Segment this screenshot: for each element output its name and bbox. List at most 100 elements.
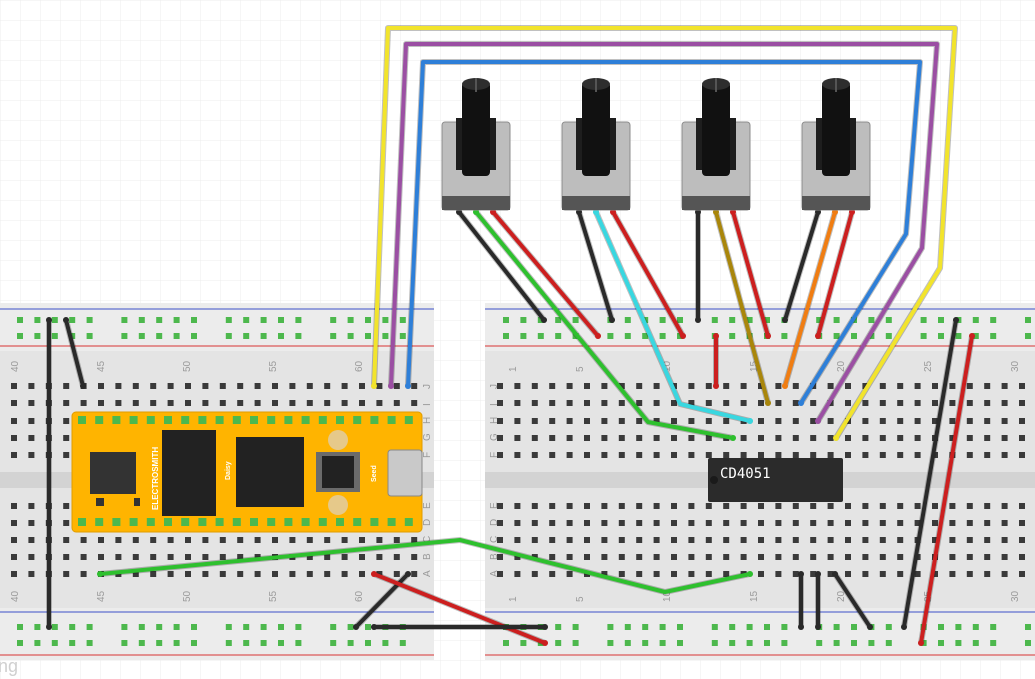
breadboard-hole xyxy=(879,537,886,543)
breadboard-hole xyxy=(827,452,834,458)
breadboard-hole xyxy=(11,520,17,526)
breadboard-hole xyxy=(566,418,573,424)
breadboard-hole xyxy=(167,554,174,560)
breadboard-hole xyxy=(63,503,70,509)
breadboard-hole xyxy=(636,537,643,543)
rail-hole xyxy=(399,317,406,323)
wire-end xyxy=(765,333,771,339)
breadboard-hole xyxy=(914,383,921,389)
rail-hole xyxy=(399,640,406,646)
rail-hole xyxy=(191,333,197,339)
breadboard-hole xyxy=(653,520,660,526)
breadboard-hole xyxy=(845,400,851,406)
breadboard-hole xyxy=(497,571,503,577)
breadboard-hole xyxy=(531,418,538,424)
breadboard-hole xyxy=(966,503,973,509)
breadboard-hole xyxy=(827,554,834,560)
rail-hole xyxy=(1025,317,1031,323)
breadboard-hole xyxy=(514,435,521,441)
breadboard-hole xyxy=(98,554,104,560)
wire-end xyxy=(680,333,686,339)
breadboard-hole xyxy=(393,383,400,389)
breadboard-hole xyxy=(688,520,695,526)
rail-hole xyxy=(69,333,76,339)
breadboard-hole xyxy=(775,435,782,441)
breadboard-hole xyxy=(758,452,764,458)
row-letter: D xyxy=(422,519,433,526)
rail-hole xyxy=(34,624,41,630)
rail-hole xyxy=(69,624,76,630)
potentiometer-icon[interactable] xyxy=(801,78,871,211)
breadboard-hole xyxy=(601,571,608,577)
breadboard-hole xyxy=(514,537,521,543)
rail-hole xyxy=(851,624,857,630)
breadboard-hole xyxy=(237,537,244,543)
wire-end xyxy=(815,624,821,630)
potentiometer-icon[interactable] xyxy=(681,78,751,211)
row-letter: I xyxy=(489,403,500,406)
breadboard-hole xyxy=(341,554,348,560)
rail-hole xyxy=(764,317,770,323)
column-number-top: 55 xyxy=(268,360,279,372)
breadboard-hole xyxy=(185,571,191,577)
breadboard-hole xyxy=(566,503,573,509)
rail-hole xyxy=(330,624,337,630)
breadboard-hole xyxy=(584,418,590,424)
breadboard-hole xyxy=(132,537,139,543)
wire-end xyxy=(765,400,771,406)
potentiometer-icon[interactable] xyxy=(441,78,511,211)
breadboard-hole xyxy=(862,383,869,389)
breadboard-hole xyxy=(584,435,590,441)
breadboard-hole xyxy=(688,400,695,406)
wire-black xyxy=(902,318,958,629)
breadboard-hole xyxy=(984,400,991,406)
daisy-pin xyxy=(95,416,104,424)
row-letter: A xyxy=(422,570,433,577)
rail-hole xyxy=(17,624,23,630)
daisy-pin xyxy=(267,416,276,424)
rail-hole xyxy=(243,640,250,646)
column-number-top: 20 xyxy=(836,360,847,372)
rail-hole xyxy=(851,333,857,339)
breadboard-hole xyxy=(827,418,834,424)
rail-hole xyxy=(607,624,614,630)
breadboard-hole xyxy=(618,503,625,509)
breadboard-hole xyxy=(618,418,625,424)
rail-hole xyxy=(520,640,527,646)
rail-hole xyxy=(642,333,649,339)
rail-hole xyxy=(833,333,840,339)
rail-hole xyxy=(781,624,788,630)
wire-end xyxy=(371,624,377,630)
breadboard-hole xyxy=(306,383,313,389)
wire-cyan xyxy=(594,210,752,423)
breadboard-hole xyxy=(688,554,695,560)
breadboard-hole xyxy=(531,503,538,509)
daisy-pin xyxy=(387,518,396,526)
breadboard-hole xyxy=(254,383,261,389)
breadboard-hole xyxy=(618,520,625,526)
daisy-pin xyxy=(318,518,327,526)
breadboard-hole xyxy=(28,418,35,424)
row-letter: G xyxy=(422,433,433,441)
breadboard-hole xyxy=(671,503,677,509)
wire-black xyxy=(833,572,872,629)
breadboard-hole xyxy=(185,537,191,543)
breadboard-hole xyxy=(879,503,886,509)
breadboard-hole xyxy=(758,503,764,509)
breadboard-hole xyxy=(497,452,503,458)
rail-hole xyxy=(1025,624,1031,630)
breadboard-hole xyxy=(411,400,418,406)
row-letter: F xyxy=(489,452,500,458)
breadboard-hole xyxy=(549,452,556,458)
daisy-pin xyxy=(284,416,293,424)
potentiometer-icon[interactable] xyxy=(561,78,631,211)
rail-hole xyxy=(278,640,284,646)
wire-end xyxy=(46,624,52,630)
breadboard-hole xyxy=(289,571,296,577)
breadboard-hole xyxy=(949,571,956,577)
breadboard-hole xyxy=(1001,503,1008,509)
column-number-top: 30 xyxy=(1010,360,1021,372)
breadboard-hole xyxy=(705,435,712,441)
breadboard-hole xyxy=(185,554,191,560)
rail-hole xyxy=(833,317,840,323)
